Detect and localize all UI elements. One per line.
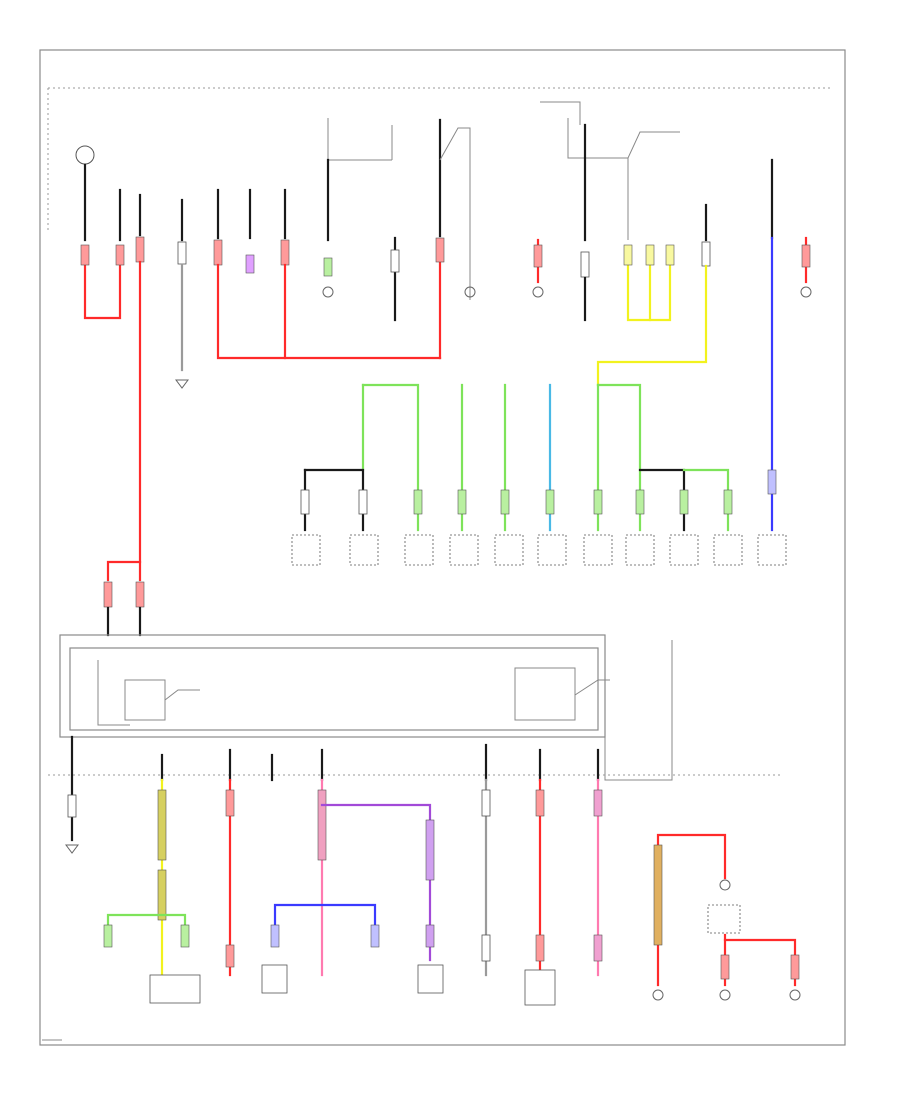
connector-icon (245, 254, 255, 274)
green-distribution (300, 383, 733, 532)
ground-icon (175, 379, 189, 389)
diagram-frame (39, 49, 846, 1046)
ground-branch-left (175, 198, 189, 389)
lower-right-red-branches (652, 833, 801, 1001)
relay-cluster-right (532, 101, 711, 387)
component-row-middle (291, 534, 787, 566)
black-branch-center (390, 236, 476, 322)
junction-box (48, 634, 780, 781)
lower-left-ground (65, 735, 79, 854)
relay-switch-icon (322, 118, 471, 300)
lower-fuse-branches (103, 743, 603, 1006)
connector-icon (623, 244, 633, 266)
battery-feed-loop (75, 145, 125, 320)
main-red-feed (103, 193, 145, 637)
fuse-red-bus-1 (213, 118, 445, 360)
component-icon (75, 145, 95, 165)
blue-feed (767, 158, 812, 532)
